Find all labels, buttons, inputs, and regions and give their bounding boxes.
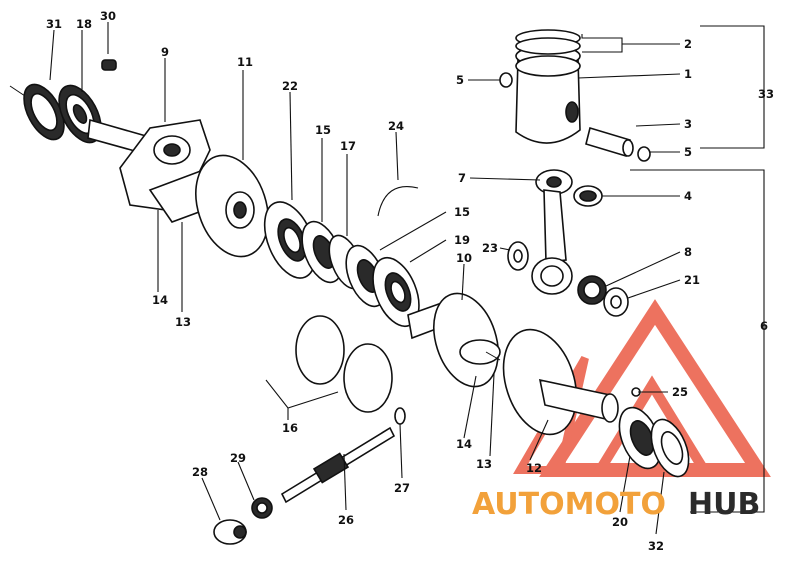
label-20: 20 xyxy=(612,515,628,529)
ring-32 xyxy=(650,418,690,478)
label-22: 22 xyxy=(282,79,298,93)
label-33: 33 xyxy=(758,87,774,101)
bearing-19 xyxy=(372,256,420,328)
clip-5b xyxy=(637,146,651,162)
bearing-22 xyxy=(263,201,317,279)
nut-28 xyxy=(213,519,247,545)
washer-21 xyxy=(603,287,629,317)
part-labels: 31 18 30 9 11 22 15 17 24 15 19 23 14 13… xyxy=(46,9,774,553)
label-7: 7 xyxy=(458,171,466,185)
label-14a: 14 xyxy=(152,293,168,307)
conrod-7 xyxy=(531,169,573,295)
circlip-24 xyxy=(377,186,419,217)
crank-half-12 xyxy=(502,328,619,436)
crank-disc-11 xyxy=(195,154,269,258)
label-3: 3 xyxy=(684,117,692,131)
label-16: 16 xyxy=(282,421,298,435)
label-15b: 15 xyxy=(454,205,470,219)
label-32: 32 xyxy=(648,539,664,553)
ring-2b xyxy=(515,37,581,55)
label-19: 19 xyxy=(454,233,470,247)
label-17: 17 xyxy=(340,139,356,153)
piston-1 xyxy=(515,45,581,144)
pin-3 xyxy=(585,126,634,158)
label-27: 27 xyxy=(394,481,410,495)
washer-23 xyxy=(507,241,529,271)
label-5b: 5 xyxy=(684,145,692,159)
logo-text-automoto: AUTOMOTO xyxy=(472,487,666,522)
label-30: 30 xyxy=(100,9,116,23)
label-9: 9 xyxy=(161,45,169,59)
label-28: 28 xyxy=(192,465,208,479)
ring-16a xyxy=(295,315,345,385)
washer-27 xyxy=(394,407,406,425)
bearing-31 xyxy=(9,83,65,141)
shaft-26 xyxy=(280,426,396,504)
label-21: 21 xyxy=(684,273,700,287)
needle-bearing-4 xyxy=(573,185,603,207)
leader-lines xyxy=(49,22,765,535)
needle-bearing-8 xyxy=(577,275,607,305)
crank-half-10 xyxy=(407,292,501,388)
bearing-29 xyxy=(251,497,273,519)
label-18: 18 xyxy=(76,17,92,31)
label-29: 29 xyxy=(230,451,246,465)
label-24: 24 xyxy=(388,119,404,133)
bearing-20 xyxy=(618,406,662,470)
label-1: 1 xyxy=(684,67,692,81)
ring-16b xyxy=(343,343,393,413)
logo-wordmark: AUTOMOTO HUB xyxy=(472,487,760,522)
label-8: 8 xyxy=(684,245,692,259)
label-13a: 13 xyxy=(175,315,191,329)
label-15a: 15 xyxy=(315,123,331,137)
label-14b: 14 xyxy=(456,437,472,451)
clip-5a xyxy=(499,72,513,88)
label-6: 6 xyxy=(760,319,768,333)
label-2: 2 xyxy=(684,37,692,51)
key-30 xyxy=(101,59,117,71)
label-12: 12 xyxy=(526,461,542,475)
label-4: 4 xyxy=(684,189,692,203)
label-5a: 5 xyxy=(456,73,464,87)
label-25: 25 xyxy=(672,385,688,399)
label-11: 11 xyxy=(237,55,253,69)
label-10: 10 xyxy=(456,251,472,265)
label-23: 23 xyxy=(482,241,498,255)
logo-text-hub: HUB xyxy=(688,487,760,522)
label-26: 26 xyxy=(338,513,354,527)
label-13b: 13 xyxy=(476,457,492,471)
label-31: 31 xyxy=(46,17,62,31)
